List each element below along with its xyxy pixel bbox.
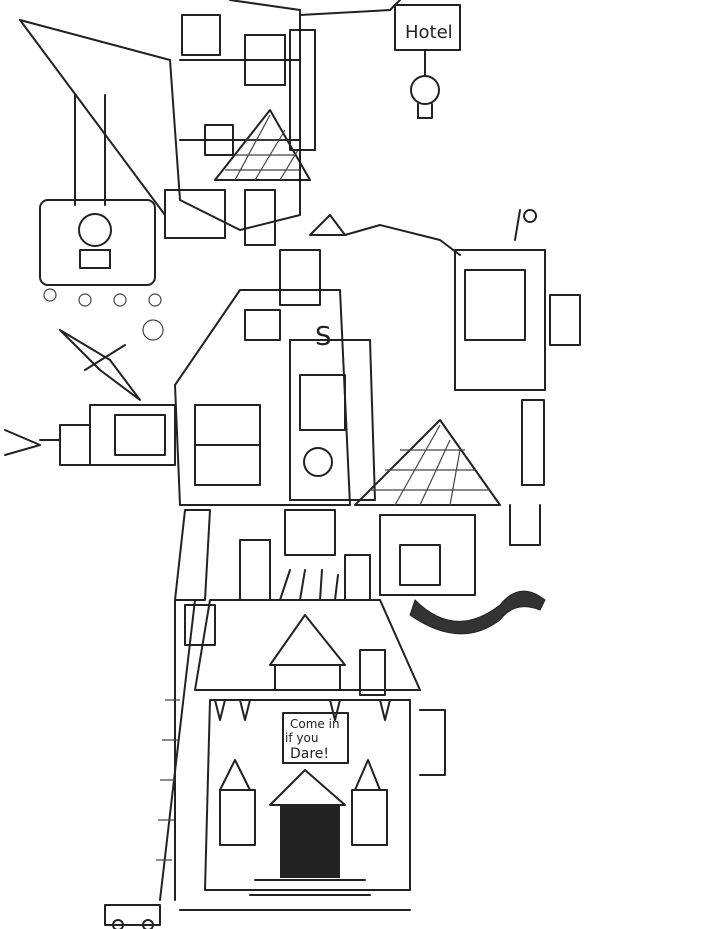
door-sign-line-3: Dare! xyxy=(290,746,329,762)
left-pillar xyxy=(156,509,216,901)
tower-letter: S xyxy=(315,322,332,352)
middle-section: S xyxy=(4,214,376,556)
door-sign: Come in if you Dare! xyxy=(282,712,349,764)
hotel-sign-text: Hotel xyxy=(405,22,453,43)
cart xyxy=(104,904,161,929)
upper-tower xyxy=(19,0,401,246)
hanging-skull-sign xyxy=(39,94,164,341)
hotel-sign: Hotel xyxy=(394,4,461,119)
right-wing xyxy=(344,209,581,635)
door-sign-line-2: if you xyxy=(285,731,318,745)
chimneys xyxy=(239,539,371,601)
door-sign-line-1: Come in xyxy=(290,717,340,731)
ground-floor: Come in if you Dare! xyxy=(179,599,446,911)
sword xyxy=(59,329,141,401)
